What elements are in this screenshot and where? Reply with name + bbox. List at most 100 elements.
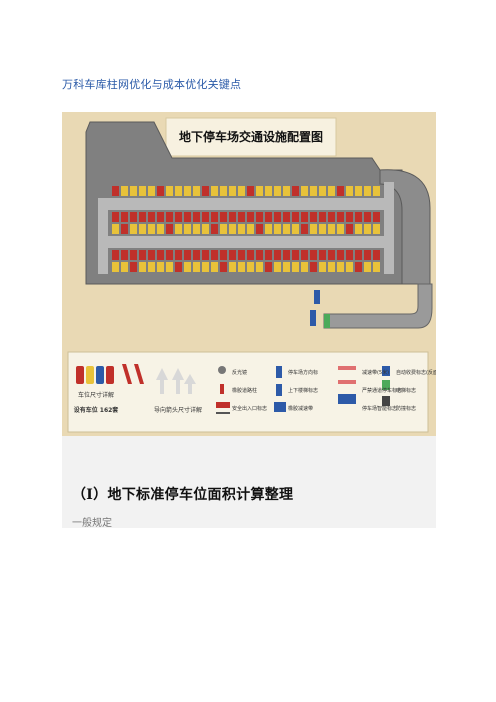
parking-stall <box>238 262 245 272</box>
parking-stall <box>319 262 326 272</box>
parking-stall <box>112 212 119 222</box>
parking-stall <box>355 212 362 222</box>
parking-stall <box>364 186 371 196</box>
parking-stall <box>112 262 119 272</box>
parking-stall <box>346 224 353 234</box>
parking-stall <box>355 262 362 272</box>
parking-stall <box>247 186 254 196</box>
parking-stall <box>301 250 308 260</box>
parking-stall <box>193 250 200 260</box>
parking-stall <box>139 262 146 272</box>
parking-stall <box>238 212 245 222</box>
parking-stall <box>364 212 371 222</box>
legend-entry: 停车场智能标志 <box>362 405 397 412</box>
parking-stall <box>193 262 200 272</box>
section-heading: （I）地下标准停车位面积计算整理 <box>72 487 294 503</box>
parking-stall <box>328 212 335 222</box>
legend-entry: 安全出入口标志 <box>232 405 267 412</box>
parking-stall <box>256 186 263 196</box>
parking-stall <box>310 224 317 234</box>
parking-stall <box>184 212 191 222</box>
parking-stall <box>328 186 335 196</box>
parking-stall <box>373 262 380 272</box>
parking-stall <box>184 224 191 234</box>
parking-stall <box>337 262 344 272</box>
parking-stall <box>238 186 245 196</box>
parking-stall <box>373 212 380 222</box>
parking-plan-figure: 地下停车场交通设施配置图 车位尺寸详解 设有车位 162套 <box>62 112 436 436</box>
parking-stall <box>193 224 200 234</box>
legend-entry: 严禁通道停车标志 <box>362 387 402 394</box>
parking-stall <box>265 250 272 260</box>
legend-entry: 反光镜 <box>232 369 247 376</box>
aisle-left <box>98 198 108 274</box>
parking-stall <box>229 186 236 196</box>
parking-stall <box>292 250 299 260</box>
parking-stall <box>310 250 317 260</box>
parking-stall <box>112 224 119 234</box>
parking-stall <box>220 250 227 260</box>
parking-stall <box>301 212 308 222</box>
parking-stall <box>193 186 200 196</box>
parking-stall <box>256 250 263 260</box>
legend-bottom-label-1: 设有车位 162套 <box>74 406 119 414</box>
parking-stall <box>184 250 191 260</box>
parking-stall <box>139 212 146 222</box>
parking-stall <box>319 186 326 196</box>
direction-arrows <box>156 368 196 394</box>
parking-stall <box>247 224 254 234</box>
parking-stall <box>130 262 137 272</box>
parking-stall <box>346 186 353 196</box>
parking-stall <box>238 224 245 234</box>
parking-stall <box>229 212 236 222</box>
parking-stall <box>256 224 263 234</box>
parking-stall <box>157 250 164 260</box>
parking-stall <box>211 224 218 234</box>
parking-stall <box>310 186 317 196</box>
legend-entry: 电梯标志 <box>396 387 416 394</box>
legend-entries: 反光镜停车场方向标减速带(5米)自动收费标志(反面)橡胶道路柱上下楼梯标志严禁通… <box>232 369 436 412</box>
parking-stall <box>355 186 362 196</box>
parking-stall <box>184 262 191 272</box>
parking-stall <box>301 186 308 196</box>
parking-stall <box>112 186 119 196</box>
ramp-sign <box>310 310 316 326</box>
aisle-right <box>384 182 394 274</box>
parking-stall <box>202 212 209 222</box>
parking-stall <box>211 262 218 272</box>
parking-stall <box>328 262 335 272</box>
parking-stall <box>274 186 281 196</box>
parking-stall <box>220 186 227 196</box>
parking-stall <box>292 224 299 234</box>
legend-entry: 橡胶减速带 <box>288 405 313 412</box>
parking-stall <box>148 224 155 234</box>
parking-stall <box>310 262 317 272</box>
parking-stall <box>121 186 128 196</box>
parking-stall <box>364 250 371 260</box>
ramp-sign-2 <box>314 290 320 304</box>
parking-stall <box>256 212 263 222</box>
parking-stall <box>301 224 308 234</box>
parking-stall <box>328 224 335 234</box>
parking-stall <box>157 212 164 222</box>
parking-stall <box>355 250 362 260</box>
parking-stall <box>265 186 272 196</box>
parking-stall <box>166 262 173 272</box>
parking-stall <box>319 212 326 222</box>
parking-stall <box>346 262 353 272</box>
parking-stall <box>202 186 209 196</box>
legend-bottom-label-2: 导向箭头尺寸详解 <box>154 406 202 414</box>
section-subheading: 一般规定 <box>72 518 112 529</box>
parking-stall <box>175 250 182 260</box>
aisle-upper <box>98 198 394 210</box>
parking-stall <box>265 212 272 222</box>
parking-stall <box>130 250 137 260</box>
parking-stall <box>130 186 137 196</box>
parking-stall <box>130 212 137 222</box>
parking-stall <box>229 250 236 260</box>
parking-stall <box>148 250 155 260</box>
legend-entry: 减速带(5米) <box>362 369 389 376</box>
parking-stall <box>121 224 128 234</box>
parking-stall <box>166 224 173 234</box>
parking-stall <box>274 250 281 260</box>
